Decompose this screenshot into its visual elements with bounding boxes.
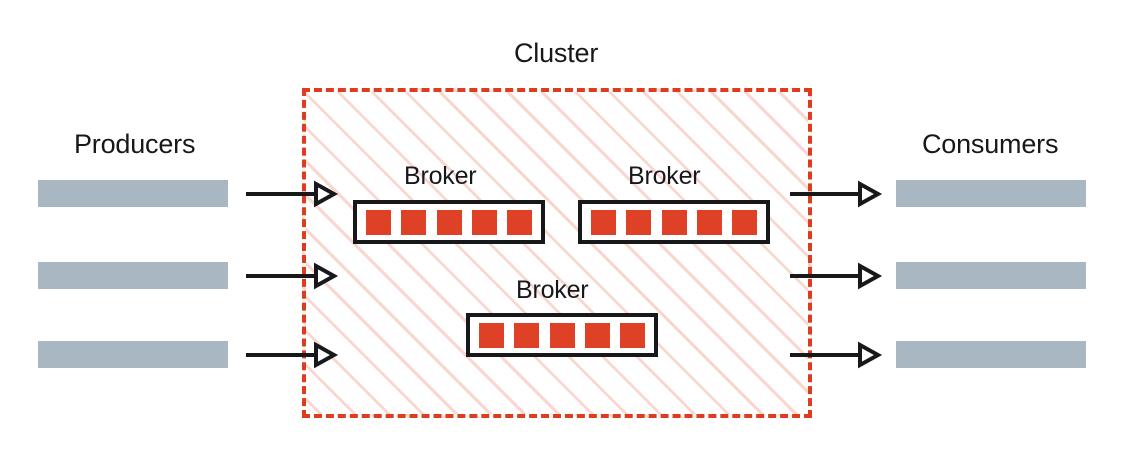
partition-cell [626,209,652,235]
partition-cell [591,209,616,235]
partition-cell [401,209,427,235]
partition-cell [549,322,575,348]
partition-cell [366,209,391,235]
broker-label-2: Broker [628,162,701,190]
partition-cell [584,322,610,348]
broker-box-3[interactable] [466,313,658,357]
producer-arrow-3 [246,341,339,369]
partition-cell [436,209,462,235]
broker-label-1: Broker [404,162,477,190]
consumer-bar-1[interactable] [896,180,1086,207]
consumer-arrow-2 [790,262,883,290]
partition-cell [471,209,497,235]
consumer-arrow-1 [790,180,883,208]
broker-box-2[interactable] [578,200,770,244]
cluster-label: Cluster [514,38,599,68]
partition-cell [732,209,757,235]
consumer-bar-2[interactable] [896,262,1086,289]
producer-bar-1[interactable] [38,180,228,207]
cluster-region [302,88,812,418]
partition-cell [514,322,540,348]
producer-arrow-1 [246,180,339,208]
producers-label: Producers [74,129,196,159]
partition-cell [696,209,722,235]
partition-cell [620,322,645,348]
producer-bar-3[interactable] [38,341,228,368]
consumer-bar-3[interactable] [896,341,1086,368]
partition-cell [661,209,687,235]
producer-arrow-2 [246,262,339,290]
broker-box-1[interactable] [353,200,545,244]
broker-label-3: Broker [516,276,589,304]
consumers-label: Consumers [922,129,1059,159]
partition-cell [507,209,532,235]
partition-cell [479,322,504,348]
producer-bar-2[interactable] [38,262,228,289]
consumer-arrow-3 [790,341,883,369]
